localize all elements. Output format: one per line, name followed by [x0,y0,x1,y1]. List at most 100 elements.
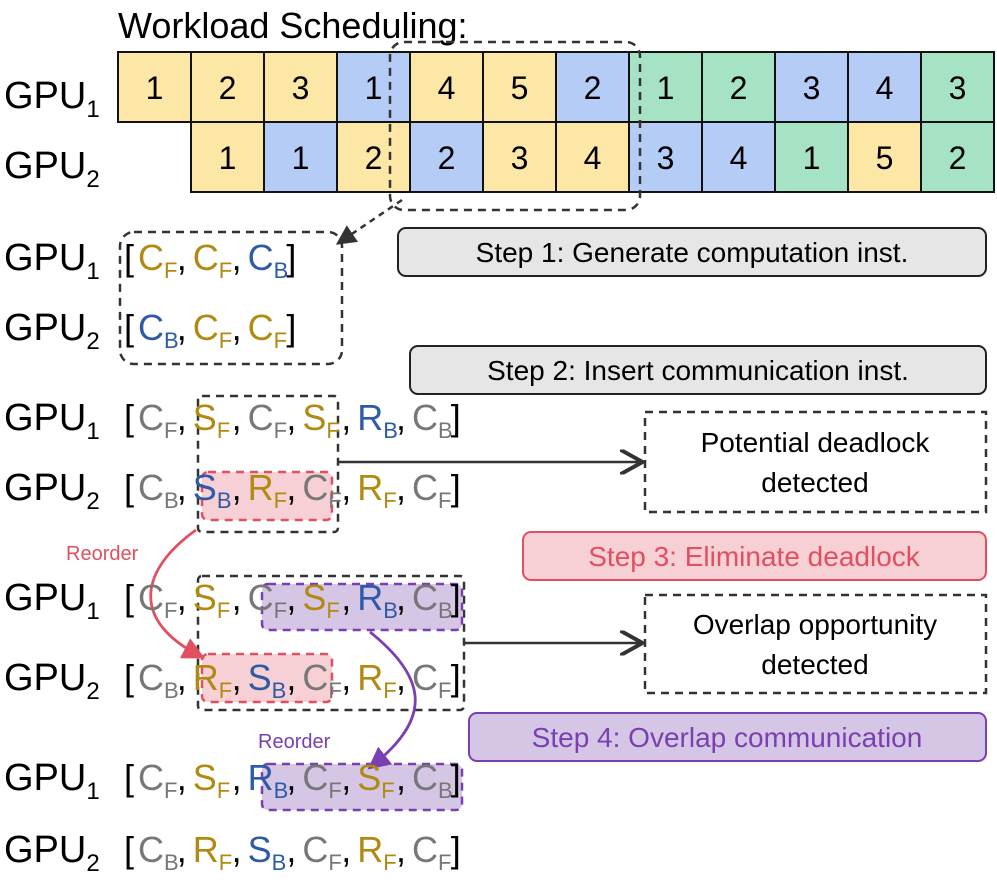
bracket-close: ] [451,657,461,698]
svg-text:GPU2: GPU2 [4,145,100,193]
instruction-token: CF [248,397,287,443]
gpu-label: GPU2 [4,657,100,705]
svg-text:4: 4 [730,140,748,176]
diagram-title: Workload Scheduling: [118,5,468,46]
separator: , [341,467,351,508]
schedule-cell: 2 [701,51,776,123]
svg-text:Step 3: Eliminate deadlock: Step 3: Eliminate deadlock [588,541,921,572]
schedule-window [388,40,642,212]
schedule-cell: 4 [409,51,484,123]
instruction-token: RF [193,657,232,703]
instruction-row-3-gpu2: GPU2[CB,RF,SB,CF,RF,CF] [4,657,461,705]
schedule-cell: 4 [701,121,776,193]
separator: , [177,467,187,508]
instruction-token: CF [138,757,177,803]
gpu-label: GPU2 [4,307,100,355]
svg-text:detected: detected [761,649,868,680]
separator: , [286,657,296,698]
separator: , [232,307,242,348]
schedule-gpu2-label: GPU2 [4,145,100,193]
instruction-token: CF [302,829,341,875]
schedule-cell: 1 [190,121,265,193]
bracket-open: [ [124,757,134,798]
svg-text:2: 2 [365,140,383,176]
separator: , [341,757,351,798]
svg-text:1: 1 [803,140,821,176]
step2-red-highlight [200,470,334,522]
svg-text:Overlap opportunity: Overlap opportunity [693,609,937,640]
instruction-token: RB [248,757,289,803]
instruction-token: SF [193,757,230,803]
gpu-label: GPU1 [4,397,100,445]
schedule-cell: 3 [482,121,557,193]
instruction-token: SB [248,829,287,875]
schedule-cell: 4 [555,121,630,193]
svg-text:Step 1: Generate computation i: Step 1: Generate computation inst. [476,237,909,268]
instruction-row-4-gpu1: GPU1[CF,SF,RB,CF,SF,CB] [4,757,461,805]
instruction-token: CF [302,657,341,703]
separator: , [396,577,406,618]
separator: , [232,757,242,798]
svg-text:2: 2 [730,70,748,106]
separator: , [177,237,187,278]
separator: , [232,397,242,438]
instruction-token: RF [357,829,396,875]
instruction-token: CB [138,467,179,513]
instruction-token: RB [357,577,398,623]
instruction-row-1-gpu1: GPU1[CF,CF,CB] [4,237,296,285]
instruction-token: CF [302,757,341,803]
separator: , [177,577,187,618]
schedule-cell: 2 [409,121,484,193]
step3-red-highlight [200,652,334,704]
schedule-cell: 1 [117,51,192,123]
step3-box: Step 3: Eliminate deadlock [522,531,987,581]
gpu-label: GPU2 [4,829,100,877]
instruction-token: CF [412,467,451,513]
svg-text:3: 3 [803,70,821,106]
instruction-token: CB [412,757,453,803]
svg-text:2: 2 [949,140,967,176]
svg-text:Potential deadlock: Potential deadlock [701,427,931,458]
svg-text:5: 5 [511,70,529,106]
separator: , [286,467,296,508]
separator: , [177,757,187,798]
instruction-token: CF [248,307,287,353]
svg-text:GPU1: GPU1 [4,75,100,123]
step1-list-box [118,230,344,366]
separator: , [232,657,242,698]
bracket-close: ] [286,307,296,348]
bracket-close: ] [286,237,296,278]
separator: , [177,397,187,438]
schedule-cell: 3 [920,51,995,123]
instruction-token: SF [193,397,230,443]
instruction-lists: GPU1[CF,CF,CB]GPU2[CB,CF,CF]GPU1[CF,SF,C… [4,237,461,877]
svg-text:4: 4 [584,140,602,176]
instruction-token: CF [412,829,451,875]
schedule-cell: 2 [190,51,265,123]
separator: , [341,397,351,438]
instruction-token: SF [193,577,230,623]
step4-purple-highlight [260,762,464,812]
svg-text:3: 3 [511,140,529,176]
step2-dashed-box [196,394,340,534]
instruction-row-2-gpu1: GPU1[CF,SF,CF,SF,RB,CB] [4,397,461,445]
bracket-open: [ [124,237,134,278]
schedule-cell: 5 [847,121,922,193]
bracket-close: ] [451,467,461,508]
bracket-close: ] [451,757,461,798]
instruction-token: CF [193,307,232,353]
instruction-token: RF [357,657,396,703]
separator: , [232,829,242,870]
svg-text:1: 1 [657,70,675,106]
svg-text:1: 1 [146,70,164,106]
schedule-cell: 4 [847,51,922,123]
instruction-token: CB [248,237,289,283]
instruction-token: CF [412,657,451,703]
bracket-open: [ [124,307,134,348]
bracket-close: ] [451,577,461,618]
instruction-token: SF [357,757,394,803]
schedule-cell: 5 [482,51,557,123]
instruction-token: CF [138,397,177,443]
instruction-token: SB [248,657,287,703]
